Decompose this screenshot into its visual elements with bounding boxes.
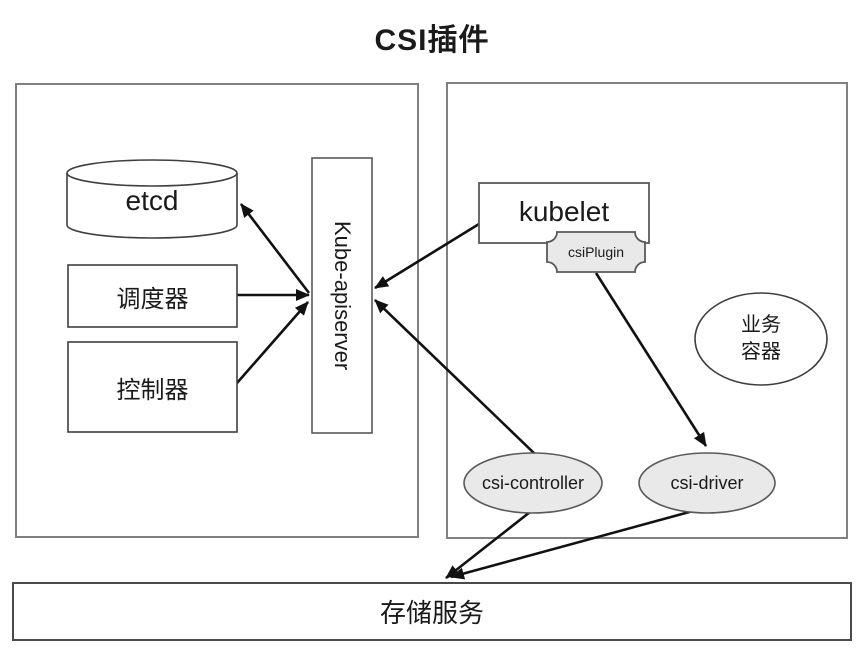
csi-plugin-badge [546, 231, 646, 273]
arrows-group [236, 203, 708, 580]
scheduler-box [67, 264, 238, 328]
arrow-csi-controller-to-apiserver [374, 299, 537, 456]
arrow-apiserver-to-etcd [239, 203, 311, 294]
arrow-controller-to-apiserver [236, 301, 309, 384]
etcd-cylinder [66, 159, 238, 239]
arrow-kubelet-to-apiserver [374, 222, 480, 290]
storage-service-box [12, 582, 852, 641]
csi-controller-ellipse [463, 452, 603, 514]
business-container-ellipse [694, 292, 828, 386]
arrow-csi-controller-to-storage [445, 510, 531, 580]
arrow-csiplugin-to-csi-driver [594, 272, 708, 447]
kube-apiserver-box [311, 157, 373, 434]
controller-box [67, 341, 238, 433]
arrow-csi-driver-to-storage [450, 509, 694, 580]
csi-driver-ellipse [638, 452, 776, 514]
